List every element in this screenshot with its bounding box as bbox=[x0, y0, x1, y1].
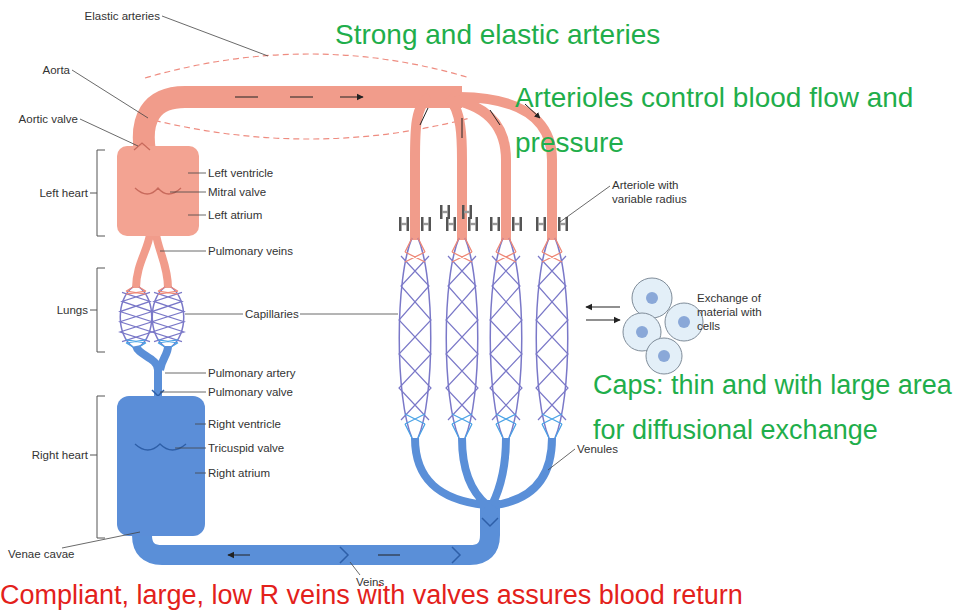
flow-arrow bbox=[228, 554, 400, 555]
part-label: Lungs bbox=[0, 303, 88, 317]
part-label: Aorta bbox=[10, 63, 70, 77]
part-label: Left heart bbox=[0, 186, 88, 200]
part-label: Left ventricle bbox=[208, 166, 328, 180]
systemic-capillary bbox=[536, 238, 568, 438]
arteriole-clamp bbox=[558, 217, 568, 231]
part-label: Elastic arteries bbox=[40, 9, 160, 23]
part-label: Capillaries bbox=[245, 307, 325, 321]
arteriole-clamp bbox=[536, 217, 546, 231]
part-label: Pulmonary valve bbox=[208, 385, 328, 399]
part-label: Venules bbox=[577, 442, 637, 456]
part-label: Arteriole with variable radius bbox=[612, 178, 704, 206]
part-label: Left atrium bbox=[208, 208, 328, 222]
exchange-arrow bbox=[586, 319, 620, 320]
part-label: Tricuspid valve bbox=[208, 441, 328, 455]
part-label: Pulmonary artery bbox=[208, 366, 328, 380]
part-label: Right heart bbox=[0, 448, 88, 462]
cell-nucleus bbox=[678, 316, 690, 328]
arteriole-clamp bbox=[421, 217, 431, 231]
green-annotation: Strong and elastic arteries bbox=[335, 12, 945, 57]
systemic-capillary bbox=[446, 238, 478, 438]
arteriole-clamp bbox=[462, 205, 472, 219]
part-label: Exchange of material with cells bbox=[697, 291, 775, 333]
arteriole-clamp bbox=[446, 217, 456, 231]
part-label: Right ventricle bbox=[208, 417, 328, 431]
arteriole-clamp bbox=[440, 205, 450, 219]
bracket bbox=[90, 150, 105, 538]
mitral-valve bbox=[135, 188, 181, 194]
venule bbox=[415, 438, 552, 505]
green-annotation: Arterioles control blood flow and pressu… bbox=[515, 75, 961, 165]
lung-capillary bbox=[120, 287, 152, 347]
green-annotation: Caps: thin and with large area for diffu… bbox=[593, 363, 961, 453]
systemic-capillary bbox=[399, 238, 431, 438]
left-heart bbox=[117, 146, 199, 236]
right-heart bbox=[117, 396, 205, 536]
exchange-arrow bbox=[586, 306, 620, 307]
artery-branch bbox=[415, 97, 552, 240]
tissue-cell bbox=[632, 278, 672, 318]
lung-capillary bbox=[152, 287, 184, 347]
tissue-cell bbox=[646, 338, 682, 374]
arteriole-clamp bbox=[399, 217, 409, 231]
arteriole-clamp bbox=[490, 217, 500, 231]
cell-nucleus bbox=[636, 326, 648, 338]
part-label: Aortic valve bbox=[0, 112, 78, 126]
pulmonary-valve bbox=[152, 390, 164, 396]
part-label: Venae cavae bbox=[8, 547, 108, 561]
pulmonary-vein bbox=[136, 234, 168, 288]
cell-nucleus bbox=[658, 350, 670, 362]
vein-valve bbox=[340, 518, 498, 563]
aortic-valve bbox=[134, 143, 150, 150]
red-annotation: Compliant, large, low R veins with valve… bbox=[0, 580, 961, 610]
part-label: Pulmonary veins bbox=[208, 244, 328, 258]
part-label: Right atrium bbox=[208, 466, 328, 480]
arteriole-clamp bbox=[468, 217, 478, 231]
flow-arrow bbox=[235, 96, 363, 97]
systemic-capillary bbox=[490, 238, 522, 438]
arteriole-clamp bbox=[512, 217, 522, 231]
cell-nucleus bbox=[646, 292, 658, 304]
tricuspid-valve bbox=[135, 444, 186, 450]
part-label: Mitral valve bbox=[208, 185, 328, 199]
